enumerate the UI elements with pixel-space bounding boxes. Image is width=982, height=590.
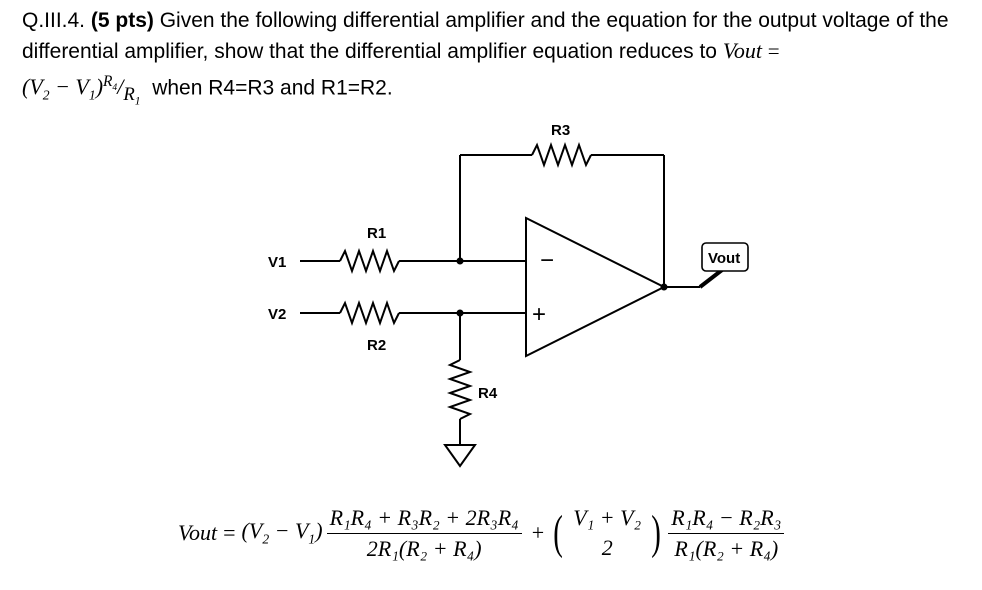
junction-node-inverting	[456, 257, 464, 265]
fraction-1: R₁R₄ + R₃R₂ + 2R₃R₄ 2R₁(R₂ + R₄)	[326, 505, 522, 562]
question-condition: when R4=R3 and R1=R2.	[152, 76, 393, 100]
question-text: Q.III.4. (5 pts) Given the following dif…	[22, 6, 972, 116]
equation-lhs: Vout	[178, 520, 218, 545]
equation-plus: +	[531, 520, 545, 545]
question-body: Given the following differential amplifi…	[22, 9, 949, 63]
fraction-2-denominator: 2	[601, 535, 613, 560]
fraction-1-denominator: 2R₁(R₂ + R₄)	[366, 535, 482, 561]
fraction-2: V₁ + V₂ 2	[570, 505, 644, 561]
vout-label: Vout	[708, 250, 740, 267]
junction-node-noninverting	[456, 309, 464, 317]
fraction-3-denominator: R₁(R₂ + R₄)	[674, 535, 779, 561]
fraction-3: R₁R₄ − R₂R₃ R₁(R₂ + R₄)	[668, 505, 785, 562]
r2-label: R2	[367, 337, 386, 354]
junction-node-output	[660, 283, 668, 291]
r3-label: R3	[551, 122, 570, 139]
fraction-2-numerator: V₁ + V₂	[573, 505, 642, 530]
r4-label: R4	[478, 385, 498, 402]
question-number: Q.III.4.	[22, 9, 86, 32]
v1-label: V1	[268, 254, 286, 271]
noninverting-input-sign: +	[532, 301, 546, 328]
equation-term1: (V2 − V1)	[241, 518, 323, 547]
equation-equals: =	[223, 520, 236, 545]
target-eq-sign: =	[767, 39, 780, 63]
inverting-input-sign: −	[540, 247, 554, 274]
fraction-1-numerator: R₁R₄ + R₃R₂ + 2R₃R₄	[326, 505, 522, 534]
r1-label: R1	[367, 225, 386, 242]
right-paren: )	[651, 506, 662, 559]
target-lhs: Vout	[722, 38, 762, 63]
target-expression: (V2 − V1)R4/R1	[22, 73, 141, 108]
question-points: (5 pts)	[90, 9, 154, 32]
output-voltage-equation: Vout = (V2 − V1) R₁R₄ + R₃R₂ + 2R₃R₄ 2R₁…	[178, 498, 788, 568]
vout-label-box	[701, 242, 749, 272]
left-paren: (	[553, 506, 563, 559]
v2-label: V2	[268, 306, 286, 323]
fraction-3-numerator: R₁R₄ − R₂R₃	[668, 505, 785, 534]
